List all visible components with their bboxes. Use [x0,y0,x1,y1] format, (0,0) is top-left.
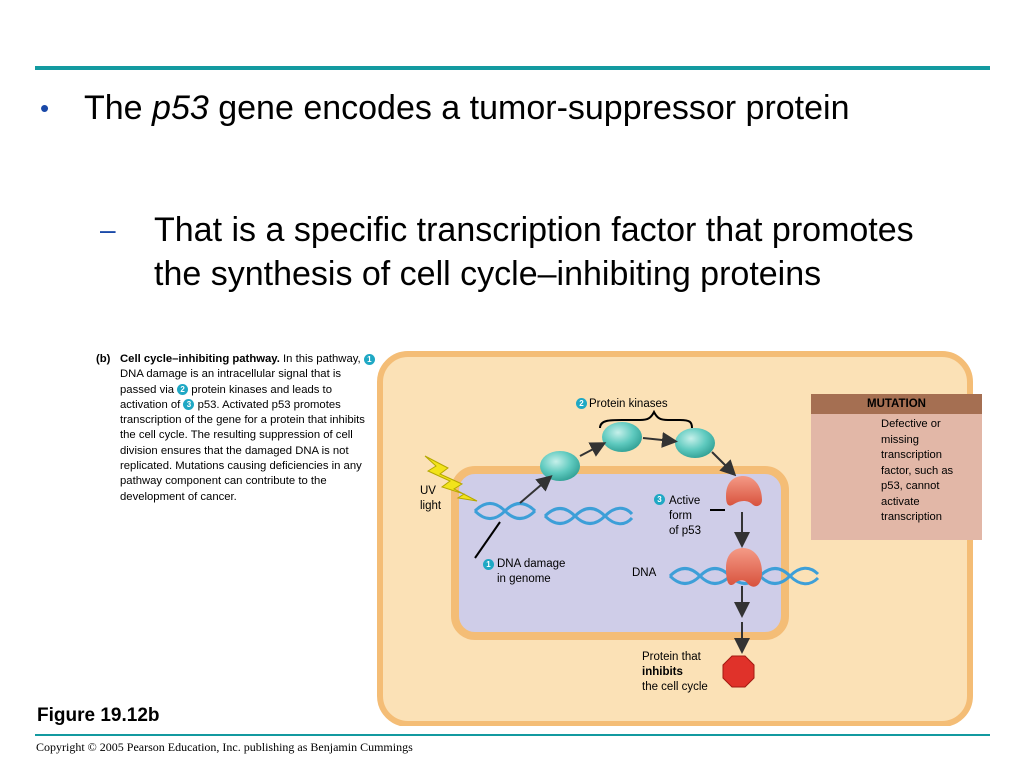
copyright-footer: Copyright © 2005 Pearson Education, Inc.… [36,740,413,754]
caption-seg4: p53. Activated p53 promotes transcriptio… [120,398,365,503]
arrow-kinase-2-3 [642,432,678,448]
step-2-badge: 2 [576,398,587,409]
caption-body: Cell cycle–inhibiting pathway. In this p… [120,352,378,505]
protein-label-line3: the cell cycle [642,681,708,693]
arrow-dna-to-kinase [519,475,553,504]
active-p53 [726,476,762,507]
mutation-panel [811,414,982,540]
step-1-badge: 1 [363,353,375,365]
nucleus [451,466,789,640]
uv-light-label: UV light [420,485,442,512]
bottom-rule [35,734,990,736]
p53-bound-to-dna [726,548,762,587]
dna-damage-label: DNA damage in genome [497,558,566,585]
inhibitor-protein-icon [722,655,755,688]
mutation-header: MUTATION [811,394,982,414]
caption-seg1: In this pathway, [283,353,361,365]
bullet-1-rest: gene encodes a tumor-suppressor protein [218,89,850,127]
active-form-label: Active form of p53 [669,495,701,537]
inhibitor-protein-label: Protein that inhibits the cell cycle [642,650,732,695]
arrow-kinase-1-2 [579,442,607,457]
step-2-badge: 2 [177,384,189,396]
bullet-1-text: The p53 gene encodes a tumor-suppressor … [84,86,924,130]
protein-kinase-3 [675,428,715,458]
protein-kinases-label: Protein kinases [589,398,668,410]
bullet-dot: • [40,93,50,123]
step-3-badge: 3 [183,399,195,411]
dna-label: DNA [632,567,657,579]
protein-kinase-1 [540,451,580,481]
arrow-kinase-to-p53 [711,451,737,477]
figure-label: Figure 19.12b [37,705,160,726]
step-1-badge: 1 [483,559,494,570]
protein-label-line2: inhibits [642,666,683,678]
gene-name: p53 [152,89,209,127]
uv-lightning-icon [424,455,478,502]
top-rule [35,66,990,70]
p53-pathway-diagram: MUTATION Defective or missing transcript… [370,346,990,726]
kinase-bracket [599,409,693,429]
bullet-2-text: That is a specific transcription factor … [154,211,914,293]
step-3-badge: 3 [654,494,665,505]
caption-label: (b) [96,353,111,365]
caption-title: Cell cycle–inhibiting pathway. [120,353,280,365]
damaged-dna-icon [473,502,634,526]
caption-seg3: protein kinases and leads to activation … [120,383,332,411]
protein-kinase-2 [602,422,642,452]
protein-label-line1: Protein that [642,651,701,663]
mutation-text: Defective or missing transcription facto… [881,418,954,523]
bullet-1-prefix: The [84,89,143,127]
bullet-dash: – [100,214,116,245]
caption-seg2: DNA damage is an intracellular signal th… [120,368,342,396]
